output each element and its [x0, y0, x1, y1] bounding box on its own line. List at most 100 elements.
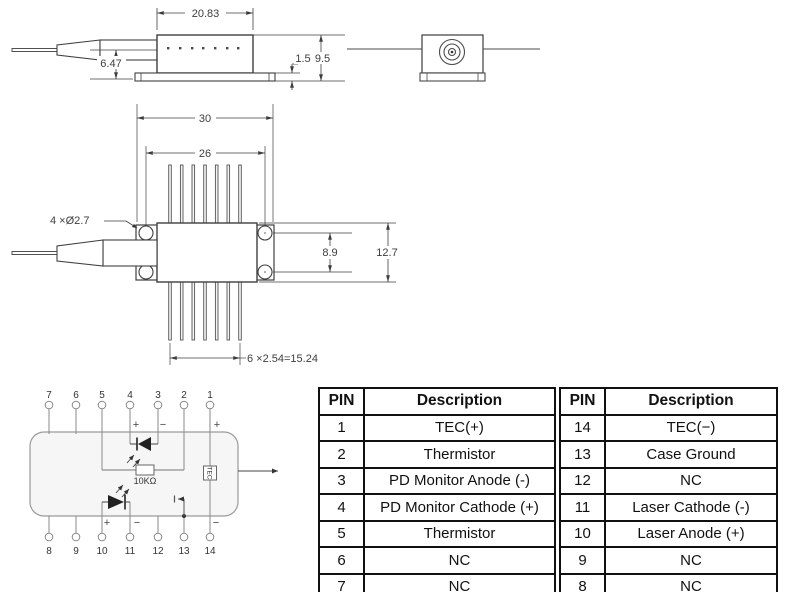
ld-plus-sign: + [104, 517, 110, 529]
dim-12-7: 12.7 [259, 222, 403, 283]
dim-label-body-height: 12.7 [376, 247, 397, 259]
schematic-body [29, 431, 239, 517]
dim-26: 26 [145, 146, 266, 226]
hole-callout: 4 ×Ø2.7 [50, 215, 138, 229]
dim-pin-pitch: 6 ×2.54=15.24 [169, 343, 318, 365]
thermistor-value-label: 10KΩ [134, 476, 157, 486]
description-cell: NC [604, 572, 778, 592]
mounting-holes [138, 225, 273, 280]
dim-label-height: 9.5 [315, 53, 330, 65]
end-view [347, 34, 540, 82]
end-body [421, 34, 484, 74]
pin-cell: 4 [318, 493, 365, 522]
pin-number-5: 5 [99, 390, 105, 401]
pin-number-9: 9 [73, 546, 79, 557]
tec-plus-sign: + [214, 419, 220, 431]
pin-number-14: 14 [204, 546, 216, 557]
pd-minus-sign: − [160, 419, 166, 431]
pin-number-10: 10 [96, 546, 108, 557]
pin-number-11: 11 [125, 546, 136, 557]
ld-minus-sign: − [134, 517, 140, 529]
polarity-signs: + − + + − − [104, 419, 220, 529]
side-fiber [11, 48, 58, 52]
pin-cell: 3 [318, 466, 365, 495]
thermistor-icon: 10KΩ [102, 464, 184, 486]
schematic-bottom-pin-pads [44, 532, 215, 542]
description-cell: TEC(+) [363, 413, 556, 442]
pin-number-13: 13 [178, 546, 190, 557]
pin-cell: 7 [318, 572, 365, 592]
pin-number-3: 3 [155, 390, 161, 401]
dim-label-flange-width: 30 [199, 113, 211, 125]
description-header-cell: Description [604, 387, 778, 416]
pin-number-6: 6 [73, 390, 79, 401]
schematic-top-pin-pads [44, 400, 215, 410]
dim-label-holes: 4 ×Ø2.7 [50, 215, 89, 227]
tec-label: TEC [206, 467, 213, 480]
pin-cell: 14 [559, 413, 606, 442]
description-cell: PD Monitor Cathode (+) [363, 493, 556, 522]
pin-table-header: PIN Description [559, 387, 778, 416]
description-cell: Case Ground [604, 440, 778, 469]
description-cell: Laser Anode (+) [604, 519, 778, 548]
pin-cell: 5 [318, 519, 365, 548]
description-cell: TEC(−) [604, 413, 778, 442]
top-boot-cone [56, 239, 104, 267]
description-cell: NC [604, 466, 778, 495]
dim-1-5-and-9-5: 1.5 9.5 [253, 34, 345, 90]
dim-8-9: 8.9 [273, 232, 352, 273]
pin-cell: 6 [318, 546, 365, 575]
dim-label-hole-spacing: 26 [199, 148, 211, 160]
pin-cell: 2 [318, 440, 365, 469]
description-header-cell: Description [363, 387, 556, 416]
fiber-bore-icon [438, 38, 466, 66]
dim-label-fiber-height: 6.47 [100, 58, 121, 70]
top-pins-upper [168, 164, 242, 224]
description-cell: Thermistor [363, 440, 556, 469]
schematic-bottom-pin-numbers: 8 9 10 11 12 13 14 [46, 546, 216, 557]
pin-cell: 9 [559, 546, 606, 575]
pin-header-cell: PIN [559, 387, 606, 416]
dim-label-width: 20.83 [192, 8, 220, 20]
top-snout [102, 239, 158, 267]
side-flange [134, 72, 276, 82]
top-pins-lower [168, 281, 242, 341]
pin-number-4: 4 [127, 390, 133, 401]
pin-cell: 11 [559, 493, 606, 522]
pin-cell: 13 [559, 440, 606, 469]
top-view: 30 26 8.9 12.7 [11, 104, 403, 365]
pin-cell: 10 [559, 519, 606, 548]
pin-table-header: PIN Description [318, 387, 556, 416]
dim-label-flange-thickness: 1.5 [295, 53, 310, 65]
tec-icon: TEC [203, 465, 217, 481]
pin-header-cell: PIN [318, 387, 365, 416]
description-cell: PD Monitor Anode (-) [363, 466, 556, 495]
dim-label-pin-pitch: 6 ×2.54=15.24 [247, 353, 318, 365]
pin-cell: 1 [318, 413, 365, 442]
pin-number-2: 2 [181, 390, 187, 401]
dim-label-hole-vspacing: 8.9 [322, 247, 337, 259]
side-body [156, 34, 254, 74]
pin-number-1: 1 [207, 390, 213, 401]
schematic-top-leads [48, 409, 211, 470]
description-cell: NC [363, 546, 556, 575]
description-cell: Thermistor [363, 519, 556, 548]
description-cell: Laser Cathode (-) [604, 493, 778, 522]
pin-number-12: 12 [152, 546, 164, 557]
pd-plus-sign: + [133, 419, 139, 431]
